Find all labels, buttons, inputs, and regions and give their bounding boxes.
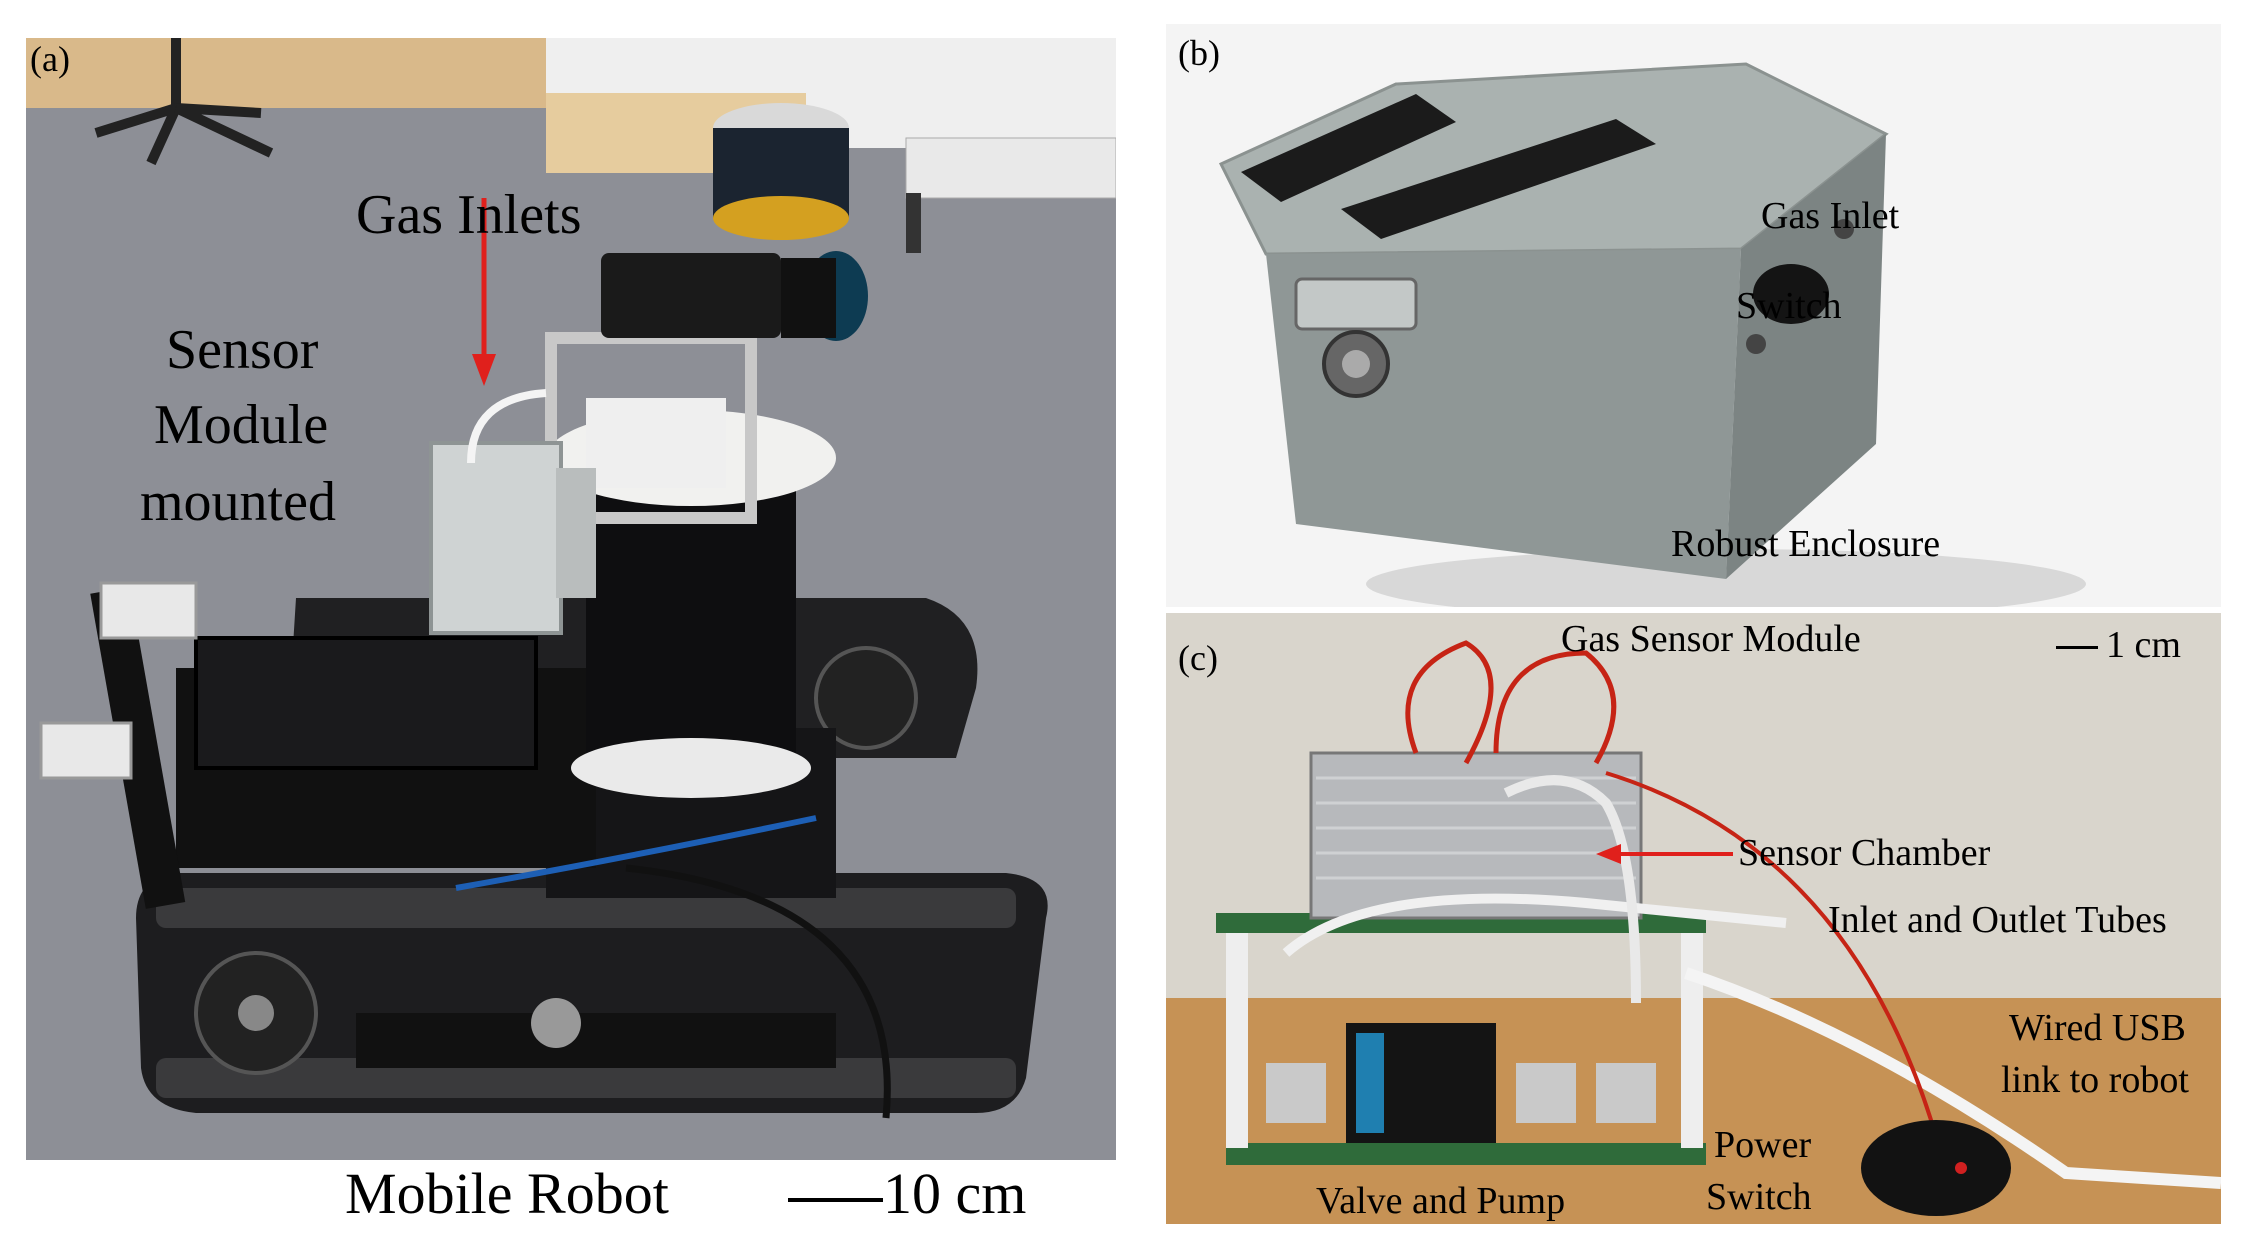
switch-label: Switch [1736, 285, 1842, 327]
wired-usb-label-line2: link to robot [2001, 1059, 2189, 1101]
panel-c-tag: (c) [1178, 638, 1218, 678]
scale-bar-10cm [788, 1198, 883, 1202]
sensor-chamber-arrow [1596, 844, 1733, 864]
panel-a-robot-photo: (a) Gas Inlets Sensor Module mounted [26, 38, 1116, 1160]
scale-10cm-label: 10 cm [883, 1161, 1027, 1226]
power-switch-label-line2: Switch [1706, 1176, 1812, 1218]
mobile-robot-caption: Mobile Robot [345, 1161, 669, 1226]
panel-b-enclosure-photo: (b) Gas Inlet Switch Robust Enclosure [1166, 24, 2221, 607]
sensor-module-illustration [1166, 613, 2221, 1224]
gas-sensor-module-title: Gas Sensor Module [1561, 618, 1861, 660]
gas-inlets-label: Gas Inlets [356, 184, 582, 246]
robot-photo-illustration [26, 38, 1116, 1160]
sensor-module-label-line1: Sensor [166, 319, 319, 381]
scale-1cm-label: 1 cm [2106, 624, 2181, 666]
enclosure-illustration [1166, 24, 2221, 607]
wired-usb-label-line1: Wired USB [2009, 1007, 2186, 1049]
sensor-module-label-line3: mounted [140, 471, 336, 533]
sensor-chamber-label: Sensor Chamber [1738, 832, 1991, 874]
scale-bar-1cm [2056, 646, 2098, 649]
panel-b-tag: (b) [1178, 33, 1220, 73]
power-switch-label-line1: Power [1714, 1124, 1812, 1166]
sensor-module-label-line2: Module [154, 394, 329, 456]
robust-enclosure-label: Robust Enclosure [1671, 523, 1941, 565]
valve-pump-label: Valve and Pump [1316, 1180, 1566, 1222]
panel-a-tag: (a) [30, 39, 70, 79]
panel-c-sensor-module-photo: (c) Gas Sensor Module 1 cm Sensor Chambe… [1166, 613, 2221, 1224]
tubes-label: Inlet and Outlet Tubes [1828, 899, 2167, 941]
gas-inlet-label: Gas Inlet [1761, 195, 1900, 237]
gas-inlets-arrow [472, 198, 496, 386]
